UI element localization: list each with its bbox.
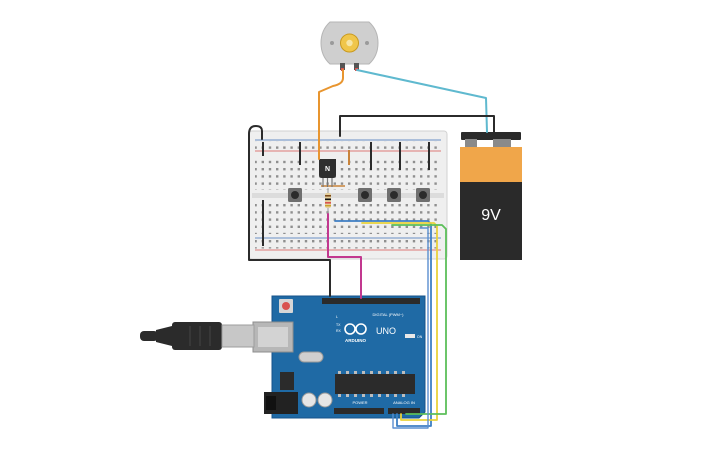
battery-9v[interactable]: 9V <box>460 132 522 260</box>
breadboard[interactable] <box>248 130 448 260</box>
power-jack <box>264 392 298 414</box>
wire-orange <box>318 69 344 160</box>
top-rail-holes <box>255 141 441 150</box>
digital-header[interactable] <box>322 298 420 304</box>
analog-header[interactable] <box>388 408 420 414</box>
wire-black-battery <box>339 115 495 137</box>
arduino-logo <box>344 323 367 335</box>
arduino-model: UNO <box>376 326 396 336</box>
bottom-rail-holes <box>255 239 441 249</box>
power-label: POWER <box>352 400 367 405</box>
wire-blue <box>334 220 432 427</box>
dc-motor[interactable] <box>320 21 379 71</box>
arduino-brand: ARDUINO <box>345 338 366 343</box>
analog-label: ANALOG IN <box>393 400 415 405</box>
wire-black-gnd <box>248 125 331 297</box>
capacitor-1 <box>301 392 317 408</box>
usb-plug-icon <box>140 322 222 350</box>
wire-magenta <box>327 213 362 299</box>
transistor-label: N <box>325 166 330 173</box>
battery-terminal-negative <box>465 139 477 147</box>
battery-label: 9V <box>481 207 501 224</box>
resistor-icon <box>325 188 331 214</box>
usb-cable <box>140 322 255 350</box>
resistor[interactable] <box>325 188 331 214</box>
wire-yellow <box>361 222 438 421</box>
wires <box>248 69 495 429</box>
voltage-regulator <box>280 372 294 390</box>
breadboard-jumpers <box>262 142 430 246</box>
wire-green <box>391 224 447 415</box>
rx-label: RX <box>336 329 342 333</box>
chip-pins <box>338 371 405 397</box>
l-label: L <box>336 315 338 319</box>
bottom-terminal-strip <box>255 200 441 234</box>
npn-transistor-icon <box>319 159 336 187</box>
pushbutton-4[interactable] <box>416 188 430 202</box>
power-header[interactable] <box>334 408 384 414</box>
pushbutton-1[interactable] <box>288 188 302 202</box>
pushbutton-2[interactable] <box>358 188 372 202</box>
on-label: ON <box>417 335 423 339</box>
arduino-uno[interactable]: DIGITAL (PWM~) ARDUINO UNO L TX RX ON PO… <box>252 295 426 419</box>
reset-button[interactable] <box>279 299 293 313</box>
crystal <box>298 351 324 363</box>
digital-label: DIGITAL (PWM~) <box>373 312 405 317</box>
on-led <box>405 334 415 338</box>
microcontroller-chip <box>335 374 415 394</box>
usb-jack <box>252 321 294 353</box>
tx-label: TX <box>336 323 341 327</box>
battery-top-band <box>460 147 522 183</box>
capacitor-2 <box>317 392 333 408</box>
center-channel <box>252 193 444 198</box>
battery-body <box>460 182 522 260</box>
battery-terminal-positive <box>493 139 511 147</box>
battery-cap <box>461 132 521 140</box>
wire-cyan <box>356 69 488 133</box>
dc-motor-icon <box>320 21 379 71</box>
npn-transistor[interactable]: N <box>319 159 336 187</box>
wire-blue-2 <box>392 227 429 429</box>
pushbutton-3[interactable] <box>387 188 401 202</box>
